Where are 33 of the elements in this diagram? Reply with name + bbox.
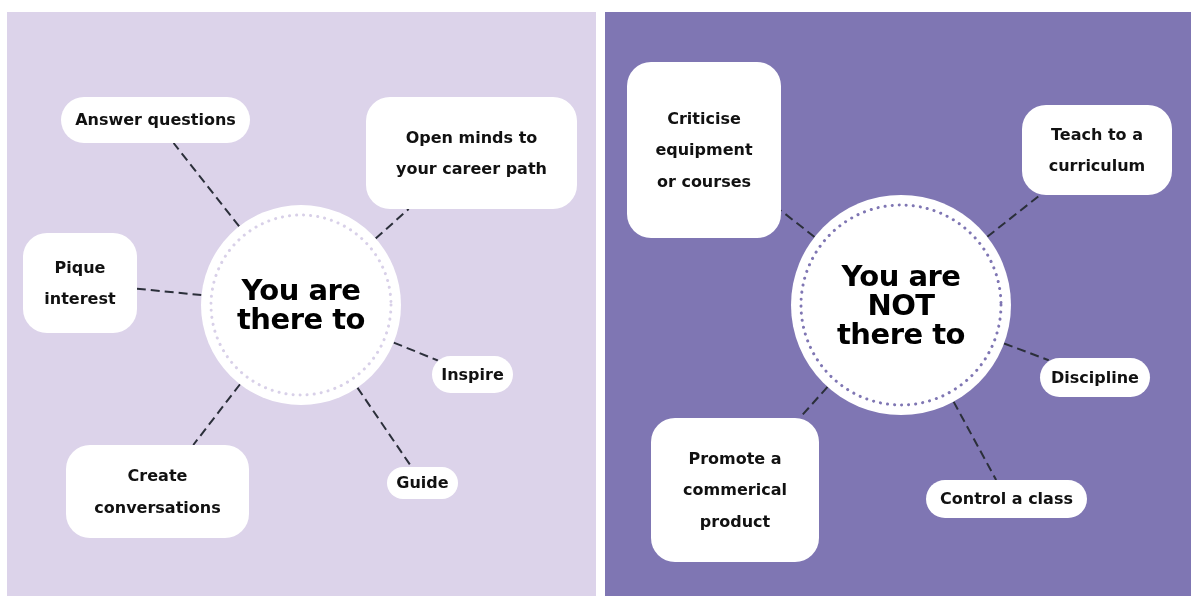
- dashed-connector: [356, 386, 413, 468]
- rounded-box: [61, 97, 250, 143]
- box-label: Create conversations: [93, 465, 222, 519]
- dashed-connector: [986, 194, 1042, 238]
- circle-heading: You are there to: [236, 276, 366, 334]
- box-label: Answer questions: [75, 109, 236, 132]
- box-label: Promote a commerical product: [682, 448, 788, 533]
- dashed-connector: [192, 383, 241, 446]
- dashed-connector: [1003, 342, 1050, 362]
- rounded-box: [651, 418, 819, 562]
- box-label: Control a class: [940, 488, 1073, 511]
- dashed-connector: [374, 208, 410, 240]
- rounded-box: [1040, 358, 1150, 397]
- rounded-box: [23, 233, 137, 333]
- box-label: Teach to a curriculum: [1047, 123, 1147, 177]
- dashed-connector: [952, 400, 998, 481]
- circle-heading: You are NOT there to: [836, 261, 966, 349]
- rounded-box: [387, 467, 458, 499]
- box-label: Discipline: [1051, 366, 1139, 389]
- box-label: Guide: [396, 472, 449, 495]
- dashed-connector: [392, 341, 439, 362]
- rounded-box: [627, 62, 781, 238]
- box-label: Pique interest: [43, 256, 117, 310]
- box-label: Inspire: [441, 363, 504, 386]
- rounded-box: [432, 356, 513, 393]
- dashed-connector: [136, 287, 203, 297]
- box-label: Criticise equipment or courses: [654, 108, 754, 193]
- rounded-box: [926, 480, 1087, 518]
- box-label: Open minds to your career path: [395, 126, 548, 180]
- rounded-box: [66, 445, 249, 538]
- rounded-box: [366, 97, 577, 209]
- dashed-connector: [172, 142, 241, 228]
- rounded-box: [1022, 105, 1172, 195]
